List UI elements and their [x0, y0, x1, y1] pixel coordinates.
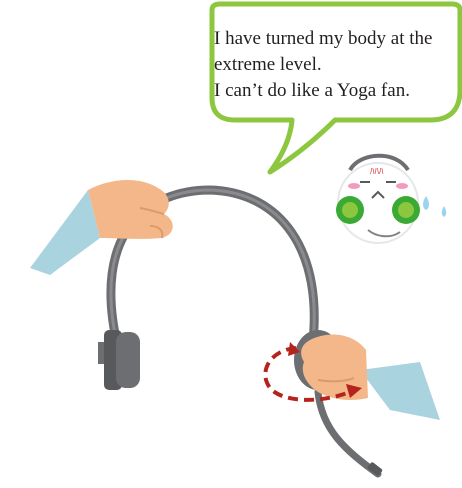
left-ear-cup — [98, 330, 140, 390]
speech-line-2: extreme level. — [214, 52, 458, 78]
speech-bubble-text: I have turned my body at the extreme lev… — [214, 26, 458, 104]
left-arm — [30, 180, 173, 275]
speech-line-1: I have turned my body at the — [214, 26, 458, 52]
speech-line-3: I can’t do like a Yoga fan. — [214, 78, 458, 104]
mascot: ﾊﾊﾊ — [336, 156, 446, 243]
mascot-face-text: ﾊﾊﾊ — [370, 167, 384, 177]
boom-mic — [318, 392, 383, 476]
